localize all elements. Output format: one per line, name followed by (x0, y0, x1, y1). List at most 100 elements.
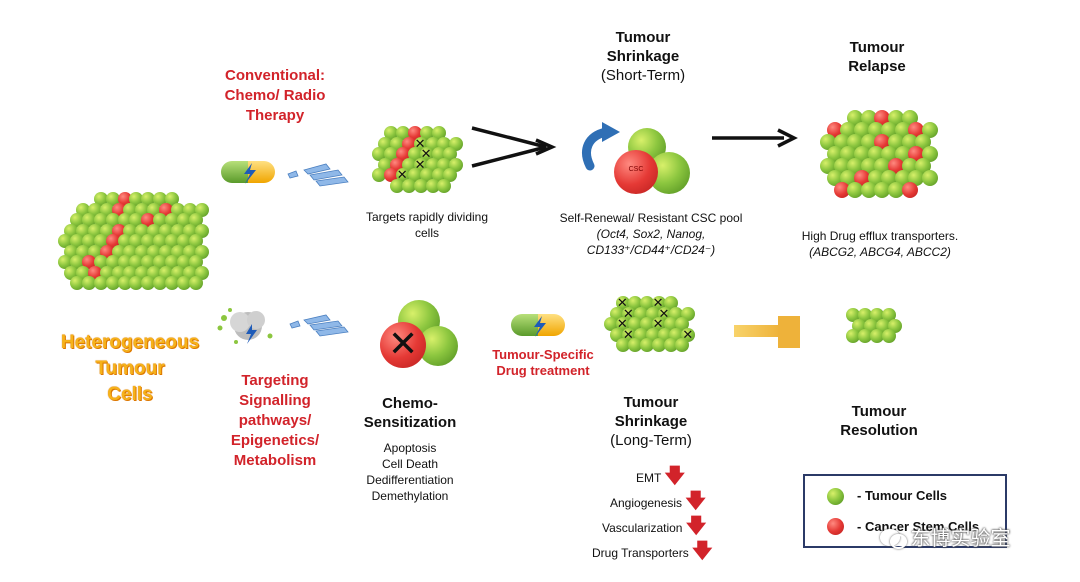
chemo-line-2: Sensitization (363, 414, 457, 431)
tumour-cell (81, 276, 96, 290)
down-arrow-icon: 🡇 (692, 540, 713, 562)
tumour-cell (651, 338, 666, 352)
short-shrink-sub: (Short-Term) (600, 67, 686, 84)
cross-mark-icon: ✕ (622, 326, 634, 342)
targeting-line-1: Targeting (241, 372, 309, 389)
tumour-cell (105, 276, 120, 290)
cross-mark-icon: ✕ (396, 167, 408, 182)
cross-mark-icon: ✕ (658, 305, 670, 321)
tumour-cell (860, 182, 877, 198)
cross-mark-icon: ✕ (652, 316, 664, 331)
efflux-transporters-label: High Drug efflux transporters. (ABCG2, A… (770, 228, 990, 260)
conventional-therapy-label: Conventional: Chemo/ Radio Therapy (195, 66, 355, 126)
resolution-title: Tumour Resolution (814, 402, 944, 440)
decrease-label: Angiogenesis (610, 496, 683, 510)
specific-line-1: Tumour-Specific (492, 347, 594, 362)
tumour-specific-drug-label: Tumour-Specific Drug treatment (478, 347, 608, 379)
relapse-arrow (712, 128, 798, 148)
tumour-cell (69, 276, 84, 290)
short-term-shrinkage-title: Tumour Shrinkage (Short-Term) (568, 28, 718, 85)
tumour-cell (413, 178, 428, 193)
tumour-cell (675, 338, 690, 352)
relapse-line-1: Tumour (849, 39, 905, 56)
decrease-label: Vascularization (602, 521, 683, 535)
chemo-line-1: Chemo- (382, 395, 438, 412)
capsule-icon (511, 314, 565, 337)
effect-item: Demethylation (371, 489, 449, 503)
relapsed-tumour-cluster (820, 110, 940, 200)
cross-mark-icon: ✕ (682, 326, 694, 342)
tumour-cell (846, 329, 860, 343)
abc-transporters-line: (ABCG2, ABCG4, ABCC2) (809, 245, 951, 259)
tumour-cell (847, 182, 864, 198)
short-shrink-line-1: Tumour (615, 29, 671, 46)
hetero-line-1: Heterogeneous (60, 332, 200, 353)
decrease-item: Vascularization 🡇 (602, 516, 706, 536)
tumour-cell (425, 178, 440, 193)
targeting-line-2: Signalling (239, 392, 311, 409)
cross-mark-icon: ✕ (622, 305, 634, 321)
curved-renewal-arrow (582, 122, 620, 171)
targets-line-2: cells (414, 226, 439, 240)
cross-mark-icon: ✕ (414, 135, 426, 151)
targeting-line-5: Metabolism (233, 452, 317, 469)
self-renewal-label: Self-Renewal/ Resistant CSC pool (Oct4, … (518, 210, 784, 258)
tumour-cell (372, 168, 386, 182)
stemness-factors-line: (Oct4, Sox2, Nanog, (596, 227, 706, 241)
cancer-stem-cell (833, 182, 850, 198)
hetero-line-2: Tumour (95, 358, 165, 379)
targeted-fragments-icon (289, 314, 349, 337)
self-renewal-line: Self-Renewal/ Resistant CSC pool (559, 211, 743, 225)
targets-dividing-cells-label: Targets rapidly dividing cells (342, 209, 512, 241)
legend: - Tumour Cells - Cancer Stem Cells (803, 474, 1007, 548)
targeted-tumour-cluster: ✕✕✕✕ (372, 126, 468, 194)
therapy-line-3: Therapy (245, 107, 305, 124)
tumour-cell (141, 276, 156, 290)
long-shrink-sub: (Long-Term) (610, 432, 692, 449)
short-shrink-line-2: Shrinkage (606, 48, 680, 65)
resolved-tumour-cluster (846, 308, 902, 350)
tumour-cell (922, 170, 938, 186)
resolution-line-1: Tumour (851, 403, 907, 420)
down-arrow-icon: 🡇 (664, 465, 686, 487)
wechat-icon (880, 527, 907, 549)
chemo-effects-list: Apoptosis Cell Death Dedifferentiation D… (340, 440, 480, 504)
long-shrink-line-1: Tumour (623, 394, 679, 411)
legend-tumour-cells-label: - Tumour Cells (857, 488, 948, 503)
tumour-cell (639, 338, 654, 352)
tumour-cell (437, 178, 452, 193)
effect-item: Cell Death (381, 457, 439, 471)
signalling-target-icon (217, 308, 273, 344)
chemo-sensitization-title: Chemo- Sensitization (340, 394, 480, 432)
heterogeneous-tumour-cluster (58, 192, 224, 304)
decrease-label: EMT (636, 471, 662, 485)
cross-mark-icon: ✕ (414, 156, 426, 172)
tumour-cell (129, 276, 144, 290)
tumour-cell (93, 276, 108, 290)
csc-cell-label: CSC (628, 166, 644, 173)
targeting-line-4: Epigenetics/ (230, 432, 320, 449)
therapy-line-2: Chemo/ Radio (224, 87, 326, 104)
effect-item: Dedifferentiation (366, 473, 454, 487)
relapse-line-2: Relapse (848, 58, 906, 75)
tumour-cell (615, 338, 630, 352)
tumour-cell (869, 329, 884, 343)
capsule-icon (221, 161, 275, 184)
therapy-line-1: Conventional: (225, 67, 325, 84)
tumour-cell (874, 182, 891, 198)
cross-mark-icon: ✕ (616, 295, 628, 310)
decrease-label: Drug Transporters (592, 546, 689, 560)
tumour-cell (188, 276, 203, 290)
heterogeneous-tumour-label: Heterogeneous Tumour Cells (30, 330, 230, 408)
surface-markers-line: CD133⁺/CD44⁺/CD24⁻) (586, 243, 716, 257)
tumour-cell (177, 276, 191, 290)
tumour-cell (401, 178, 416, 193)
decrease-item: Angiogenesis 🡇 (610, 491, 706, 511)
tumour-cell (888, 182, 904, 198)
crossed-tumour-cluster: ✕✕✕✕✕✕✕✕ (604, 296, 696, 358)
relapse-title: Tumour Relapse (812, 38, 942, 76)
long-term-shrinkage-title: Tumour Shrinkage (Long-Term) (576, 393, 726, 450)
cross-mark-icon: ✕ (388, 323, 419, 364)
tumour-cell (857, 329, 872, 343)
tumour-cell (165, 276, 180, 290)
